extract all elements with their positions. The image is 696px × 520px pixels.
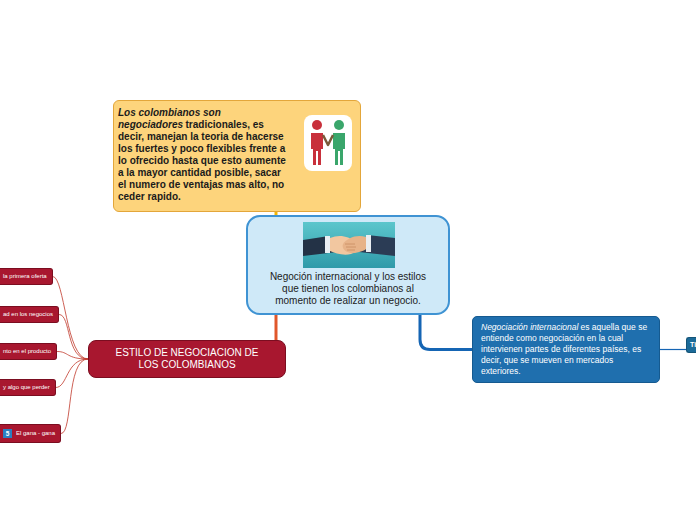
connector [275,315,278,340]
joined-arms [323,135,333,145]
subtopic-box: ad en los negocios [0,306,59,323]
connector [57,352,88,360]
green-body [333,133,345,165]
node-text: y algo que perder [3,384,50,390]
node-text: la primera oferta [3,273,47,279]
connector [660,349,686,350]
subtopic-box: Ti [686,337,696,353]
node-text: El gana - gana [16,430,55,436]
text-block: Los colombianos son negociadorestradicio… [118,107,290,203]
node-text: Negoción internacional y los estilos que… [270,271,426,306]
node-text: ESTILO DE NEGOCIACION DE LOS COLOMBIANOS [116,347,259,370]
branch-topic: ESTILO DE NEGOCIACION DE LOS COLOMBIANOS [88,340,286,378]
callout-number: 5 [3,429,12,438]
node-body: tradicionales, es decir, manejan la teor… [118,119,286,202]
left-cuff [325,236,330,253]
node-text: Negociación internacional [481,322,578,332]
subtopic-box: y algo que perder [0,379,56,396]
right-cuff [366,235,371,252]
definition-box: Negociación internacionales aquella que … [472,316,660,383]
connector [420,315,472,350]
red-body [311,133,323,165]
people-icon [304,115,352,171]
node-text: nto en el producto [3,348,51,354]
icon-ground [304,115,352,171]
central-topic: Negoción internacional y los estilos que… [246,215,450,315]
subtopic-box: nto en el producto [0,343,57,360]
subtopic-box: 5 El gana - gana [0,424,61,443]
image-ground [303,222,395,268]
red-head [312,120,322,130]
text-block: Negociación internacionales aquella que … [481,322,651,377]
connector [56,359,88,388]
right-hand [343,236,366,253]
node-text: ad en los negocios [3,311,53,317]
note-box: Los colombianos son negociadorestradicio… [113,100,361,212]
finger-lines [345,244,356,250]
node-text: Ti [690,341,696,348]
subtopic-box: la primera oferta [0,268,53,285]
green-head [334,120,344,130]
connector [61,359,88,434]
handshake-illustration [303,222,395,268]
